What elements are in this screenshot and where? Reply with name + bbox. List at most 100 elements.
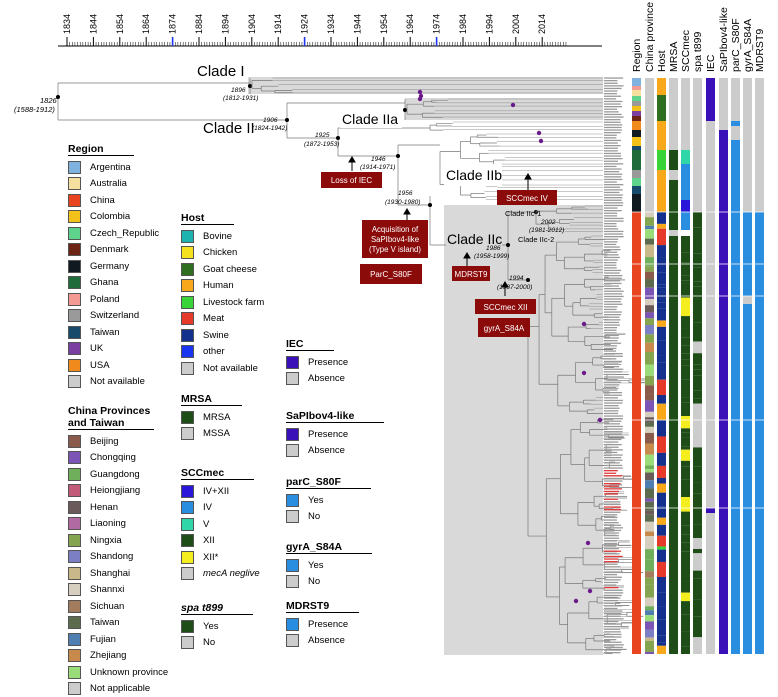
- heat-province-cell: [645, 272, 654, 279]
- region-legend-label: Not available: [90, 376, 145, 387]
- tip-label: [604, 213, 617, 214]
- heat-host-cell: [657, 302, 666, 308]
- region-legend-item: USA: [68, 357, 159, 374]
- node-date-1925-year: 1925: [315, 132, 330, 139]
- province-legend-swatch: [68, 649, 81, 662]
- host-legend-swatch: [181, 246, 194, 259]
- tip-label: [604, 431, 623, 432]
- tip-label: [604, 137, 616, 138]
- tip-label: [604, 124, 622, 125]
- heat-province-cell: [645, 522, 654, 532]
- province-legend-swatch: [68, 517, 81, 530]
- host-legend-label: Not available: [203, 363, 258, 374]
- heat-host-cell: [657, 420, 666, 436]
- heat-spa-cell: [693, 508, 702, 524]
- tree-node-highlight: [574, 599, 578, 603]
- region-legend-item: Not available: [68, 374, 159, 391]
- tip-label: [604, 98, 616, 99]
- province-legend-label: Not applicable: [90, 683, 150, 694]
- heat-host-cell: [657, 562, 666, 577]
- tip-label: [604, 244, 616, 245]
- tip-label: [604, 642, 622, 643]
- iec-legend-item: Presence: [286, 354, 348, 371]
- heat-province-cell: [645, 630, 654, 638]
- heat-sccmec-cell: [681, 328, 690, 338]
- tip-label: [604, 496, 622, 497]
- heat-gyra-cell: [743, 212, 752, 654]
- heat-iec-cell: [706, 508, 715, 513]
- tip-label: [604, 322, 619, 323]
- tip-label: [604, 187, 620, 188]
- tip-label: [604, 228, 618, 229]
- heat-sccmec-cell: [681, 479, 690, 497]
- host-legend-label: Meat: [203, 313, 224, 324]
- tip-label: [604, 376, 624, 377]
- tip-label: [604, 83, 618, 84]
- clade-I-label: Clade I: [197, 63, 245, 80]
- heat-sccmec-cell: [681, 200, 690, 212]
- heat-province-cell: [645, 615, 654, 621]
- tip-label: [604, 452, 617, 453]
- sccmec-legend-label: V: [203, 519, 209, 530]
- node-date-1994-year: 1994: [509, 275, 524, 282]
- province-legend-label: Sichuan: [90, 601, 124, 612]
- tip-label: [604, 153, 621, 154]
- heat-sccmec-cell: [681, 78, 690, 150]
- heat-host-cell: [657, 272, 666, 284]
- heat-sccmec-cell: [681, 298, 690, 317]
- column-header: MDRST9: [754, 29, 766, 72]
- heat-host-cell: [657, 518, 666, 525]
- province-legend-label: Guangdong: [90, 469, 140, 480]
- tree-node: [428, 203, 432, 207]
- heat-sccmec-cell: [681, 316, 690, 328]
- tip-label: [604, 301, 621, 302]
- heat-host-cell: [657, 646, 666, 654]
- spa-legend-item: No: [181, 635, 253, 652]
- heat-spa-cell: [693, 553, 702, 570]
- spa-legend-swatch: [181, 636, 194, 649]
- heat-spa-cell: [693, 391, 702, 399]
- tip-label: [604, 122, 621, 123]
- heat-sccmec-cell: [681, 432, 690, 438]
- gyra-legend-swatch: [286, 559, 299, 572]
- heat-province-cell: [645, 364, 654, 375]
- axis-year-label: 1874: [168, 14, 178, 34]
- parc-legend-label: No: [308, 511, 320, 522]
- tip-label: [604, 553, 620, 554]
- province-legend-item: Chongqing: [68, 450, 168, 467]
- heat-host-cell: [657, 212, 666, 224]
- heat-mrsa-cell: [669, 180, 678, 230]
- heat-sccmec-cell: [681, 601, 690, 615]
- tip-label: [604, 460, 623, 461]
- tip-label: [604, 298, 622, 299]
- tip-label: [604, 626, 622, 627]
- node-date-1946-year: 1946: [371, 156, 386, 163]
- heat-province-cell: [645, 502, 654, 511]
- node-date-2002-year: 2002: [540, 219, 556, 226]
- heat-host-cell: [657, 606, 666, 619]
- parc-legend-swatch: [286, 494, 299, 507]
- tip-label: [604, 176, 621, 177]
- heat-province-cell: [645, 78, 654, 212]
- sccmec-legend-item: V: [181, 516, 260, 533]
- node-date-1986-year: 1986: [486, 245, 501, 252]
- region-legend-item: Australia: [68, 176, 159, 193]
- province-legend-item: Beijing: [68, 433, 168, 450]
- tip-label: [604, 405, 619, 406]
- tip-label: [604, 488, 622, 489]
- clade-IIc1-label: Clade IIc-1: [505, 209, 541, 218]
- sccmec-legend-item: XII: [181, 533, 260, 550]
- tip-label: [604, 530, 621, 531]
- iec-legend-label: Presence: [308, 357, 348, 368]
- tip-label: [604, 319, 620, 320]
- tree-node-highlight: [537, 131, 541, 135]
- heat-province-cell: [645, 610, 654, 615]
- tip-label: [604, 408, 620, 409]
- tip-label: [604, 103, 621, 104]
- tip-label: [604, 519, 617, 520]
- region-legend-label: Switzerland: [90, 310, 139, 321]
- tip-label: [604, 636, 621, 637]
